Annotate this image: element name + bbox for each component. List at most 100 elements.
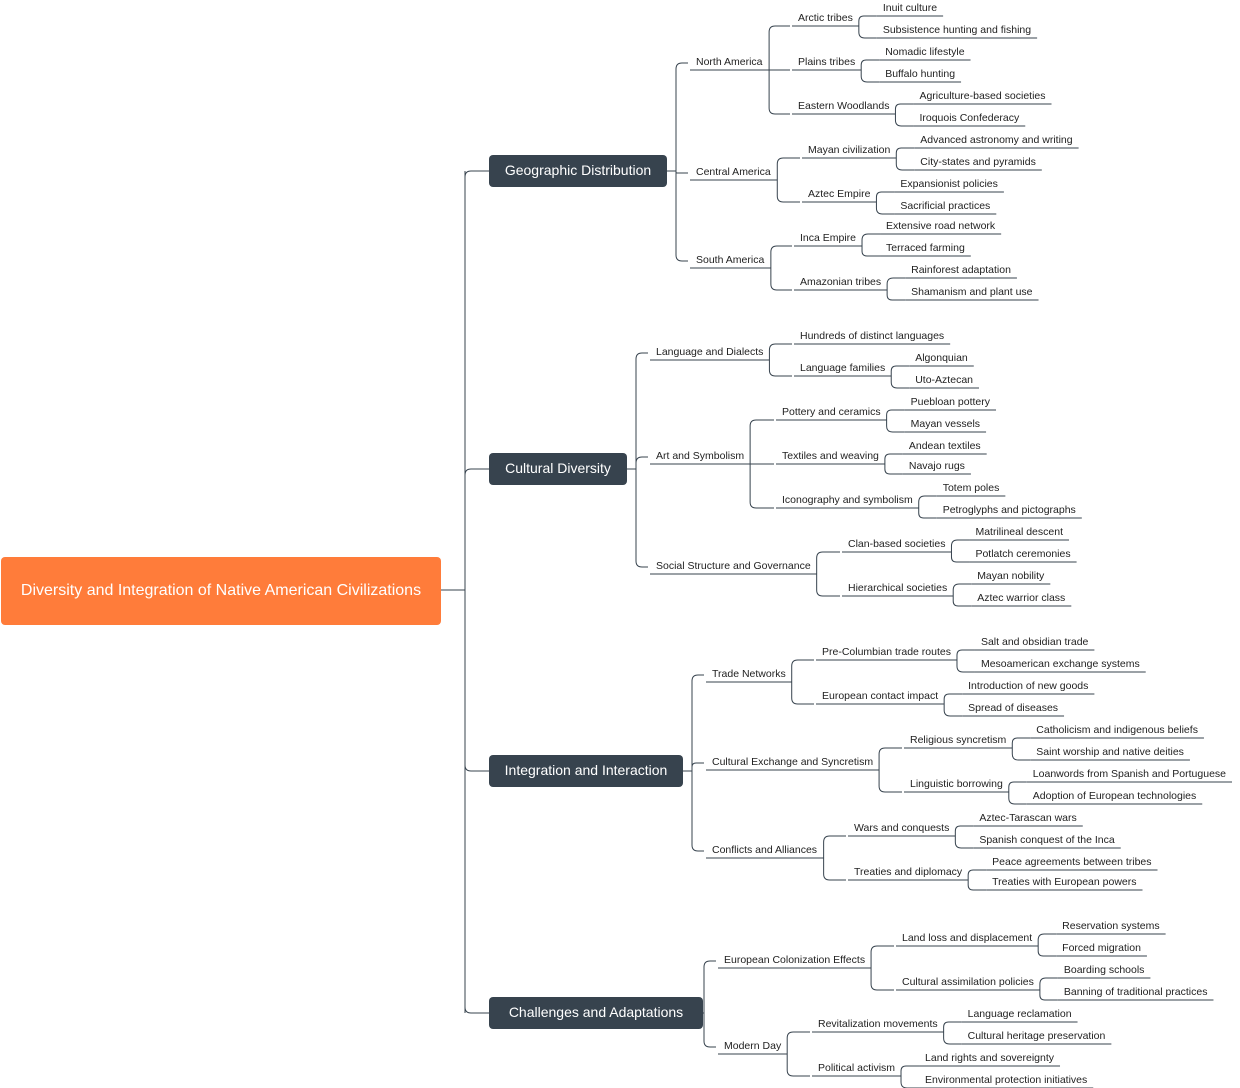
node-political-activism[interactable]: Political activism xyxy=(818,1062,896,1074)
node-shamanism-and-plant-use[interactable]: Shamanism and plant use xyxy=(911,286,1033,298)
node-nomadic-lifestyle[interactable]: Nomadic lifestyle xyxy=(885,46,965,58)
node-terraced-farming[interactable]: Terraced farming xyxy=(886,242,965,254)
node-european-colonization-effects[interactable]: European Colonization Effects xyxy=(724,954,866,966)
node-inuit-culture[interactable]: Inuit culture xyxy=(882,2,938,14)
node-central-america[interactable]: Central America xyxy=(696,166,771,178)
node-trade-networks[interactable]: Trade Networks xyxy=(712,668,786,680)
node-plains-tribes[interactable]: Plains tribes xyxy=(798,56,856,68)
connector-revitalization-movements xyxy=(786,1031,810,1054)
node-cultural-assimilation-policies[interactable]: Cultural assimilation policies xyxy=(902,976,1034,988)
node-saint-worship-and-native-deities[interactable]: Saint worship and native deities xyxy=(1036,746,1184,758)
node-sacrificial-practices[interactable]: Sacrificial practices xyxy=(900,200,991,212)
node-modern-day[interactable]: Modern Day xyxy=(724,1040,782,1052)
node-aztec-tarascan-wars[interactable]: Aztec-Tarascan wars xyxy=(979,812,1077,824)
connector-introduction-of-new-goods xyxy=(943,693,963,704)
node-language-and-dialects[interactable]: Language and Dialects xyxy=(656,346,764,358)
node-spanish-conquest-of-the-inca[interactable]: Spanish conquest of the Inca xyxy=(979,834,1115,846)
node-buffalo-hunting[interactable]: Buffalo hunting xyxy=(885,68,956,80)
node-salt-and-obsidian-trade[interactable]: Salt and obsidian trade xyxy=(980,636,1089,648)
node-religious-syncretism[interactable]: Religious syncretism xyxy=(910,734,1007,746)
node-iroquois-confederacy[interactable]: Iroquois Confederacy xyxy=(919,112,1020,124)
root-node[interactable]: Diversity and Integration of Native Amer… xyxy=(1,557,441,625)
node-peace-agreements-between-tribes[interactable]: Peace agreements between tribes xyxy=(992,856,1152,868)
node-cultural-heritage-preservation[interactable]: Cultural heritage preservation xyxy=(967,1030,1106,1042)
connector-treaties-and-diplomacy xyxy=(823,858,846,881)
node-puebloan-pottery[interactable]: Puebloan pottery xyxy=(910,396,991,408)
node-iconography-and-symbolism[interactable]: Iconography and symbolism xyxy=(782,494,913,506)
connector-nomadic-lifestyle xyxy=(860,59,880,70)
node-spread-of-diseases[interactable]: Spread of diseases xyxy=(968,702,1059,714)
node-forced-migration[interactable]: Forced migration xyxy=(1062,942,1141,954)
node-language-reclamation[interactable]: Language reclamation xyxy=(967,1008,1072,1020)
node-advanced-astronomy-and-writing[interactable]: Advanced astronomy and writing xyxy=(920,134,1073,146)
node-adoption-of-european-technologies[interactable]: Adoption of European technologies xyxy=(1032,790,1197,802)
node-cultural-exchange-and-syncretism[interactable]: Cultural Exchange and Syncretism xyxy=(712,756,874,768)
node-hierarchical-societies[interactable]: Hierarchical societies xyxy=(848,582,948,594)
connector-puebloan-pottery xyxy=(886,409,905,420)
connector-potlatch-ceremonies xyxy=(950,552,970,563)
node-textiles-and-weaving[interactable]: Textiles and weaving xyxy=(782,450,879,462)
node-introduction-of-new-goods[interactable]: Introduction of new goods xyxy=(968,680,1089,692)
node-matrilineal-descent[interactable]: Matrilineal descent xyxy=(975,526,1063,538)
node-eastern-woodlands[interactable]: Eastern Woodlands xyxy=(798,100,890,112)
node-language-families[interactable]: Language families xyxy=(800,362,886,374)
node-mayan-civilization[interactable]: Mayan civilization xyxy=(808,144,891,156)
node-south-america[interactable]: South America xyxy=(696,254,765,266)
branch-geographic-distribution[interactable]: Geographic Distribution xyxy=(489,155,667,187)
node-wars-and-conquests[interactable]: Wars and conquests xyxy=(854,822,950,834)
node-agriculture-based-societies[interactable]: Agriculture-based societies xyxy=(919,90,1046,102)
node-city-states-and-pyramids[interactable]: City-states and pyramids xyxy=(920,156,1036,168)
node-social-structure-and-governance[interactable]: Social Structure and Governance xyxy=(656,560,811,572)
node-conflicts-and-alliances[interactable]: Conflicts and Alliances xyxy=(712,844,818,856)
node-mayan-nobility[interactable]: Mayan nobility xyxy=(977,570,1045,582)
node-extensive-road-network[interactable]: Extensive road network xyxy=(886,220,996,232)
node-rainforest-adaptation[interactable]: Rainforest adaptation xyxy=(911,264,1011,276)
node-totem-poles[interactable]: Totem poles xyxy=(942,482,1000,494)
node-expansionist-policies[interactable]: Expansionist policies xyxy=(900,178,998,190)
node-navajo-rugs[interactable]: Navajo rugs xyxy=(908,460,965,472)
node-petroglyphs-and-pictographs[interactable]: Petroglyphs and pictographs xyxy=(942,504,1076,516)
branch-challenges-and-adaptations[interactable]: Challenges and Adaptations xyxy=(489,997,703,1029)
node-arctic-tribes[interactable]: Arctic tribes xyxy=(798,12,853,24)
node-andean-textiles[interactable]: Andean textiles xyxy=(908,440,981,452)
connector-pre-columbian-trade-routes xyxy=(791,659,814,682)
node-aztec-warrior-class[interactable]: Aztec warrior class xyxy=(977,592,1066,604)
node-reservation-systems[interactable]: Reservation systems xyxy=(1062,920,1160,932)
node-hundreds-of-distinct-languages[interactable]: Hundreds of distinct languages xyxy=(800,330,945,342)
branch-integration-and-interaction[interactable]: Integration and Interaction xyxy=(489,755,683,787)
connector-pottery-and-ceramics xyxy=(749,419,774,464)
connector-salt-and-obsidian-trade xyxy=(956,649,975,660)
node-pottery-and-ceramics[interactable]: Pottery and ceramics xyxy=(782,406,881,418)
node-catholicism-and-indigenous-beliefs[interactable]: Catholicism and indigenous beliefs xyxy=(1036,724,1198,736)
node-north-america[interactable]: North America xyxy=(696,56,763,68)
node-art-and-symbolism[interactable]: Art and Symbolism xyxy=(656,450,745,462)
node-european-contact-impact[interactable]: European contact impact xyxy=(822,690,939,702)
branch-cultural-diversity[interactable]: Cultural Diversity xyxy=(489,453,627,485)
node-mesoamerican-exchange-systems[interactable]: Mesoamerican exchange systems xyxy=(980,658,1140,670)
node-algonquian[interactable]: Algonquian xyxy=(915,352,968,364)
node-treaties-with-european-powers[interactable]: Treaties with European powers xyxy=(992,876,1137,888)
node-revitalization-movements[interactable]: Revitalization movements xyxy=(818,1018,938,1030)
connector-language-reclamation xyxy=(943,1021,962,1032)
node-environmental-protection-initiatives[interactable]: Environmental protection initiatives xyxy=(925,1074,1088,1086)
node-clan-based-societies[interactable]: Clan-based societies xyxy=(848,538,946,550)
node-mayan-vessels[interactable]: Mayan vessels xyxy=(910,418,981,430)
node-land-rights-and-sovereignty[interactable]: Land rights and sovereignty xyxy=(925,1052,1055,1064)
node-banning-of-traditional-practices[interactable]: Banning of traditional practices xyxy=(1063,986,1208,998)
node-inca-empire[interactable]: Inca Empire xyxy=(800,232,857,244)
connector-spread-of-diseases xyxy=(943,704,963,717)
node-treaties-and-diplomacy[interactable]: Treaties and diplomacy xyxy=(854,866,963,878)
node-uto-aztecan[interactable]: Uto-Aztecan xyxy=(915,374,973,386)
node-pre-columbian-trade-routes[interactable]: Pre-Columbian trade routes xyxy=(822,646,951,658)
connector-expansionist-policies xyxy=(875,191,895,202)
node-amazonian-tribes[interactable]: Amazonian tribes xyxy=(800,276,882,288)
node-land-loss-and-displacement[interactable]: Land loss and displacement xyxy=(902,932,1033,944)
node-subsistence-hunting-and-fishing[interactable]: Subsistence hunting and fishing xyxy=(882,24,1032,36)
node-aztec-empire[interactable]: Aztec Empire xyxy=(808,188,871,200)
node-boarding-schools[interactable]: Boarding schools xyxy=(1063,964,1145,976)
node-linguistic-borrowing[interactable]: Linguistic borrowing xyxy=(910,778,1003,790)
node-loanwords-from-spanish-and-portuguese[interactable]: Loanwords from Spanish and Portuguese xyxy=(1032,768,1227,780)
node-potlatch-ceremonies[interactable]: Potlatch ceremonies xyxy=(975,548,1071,560)
